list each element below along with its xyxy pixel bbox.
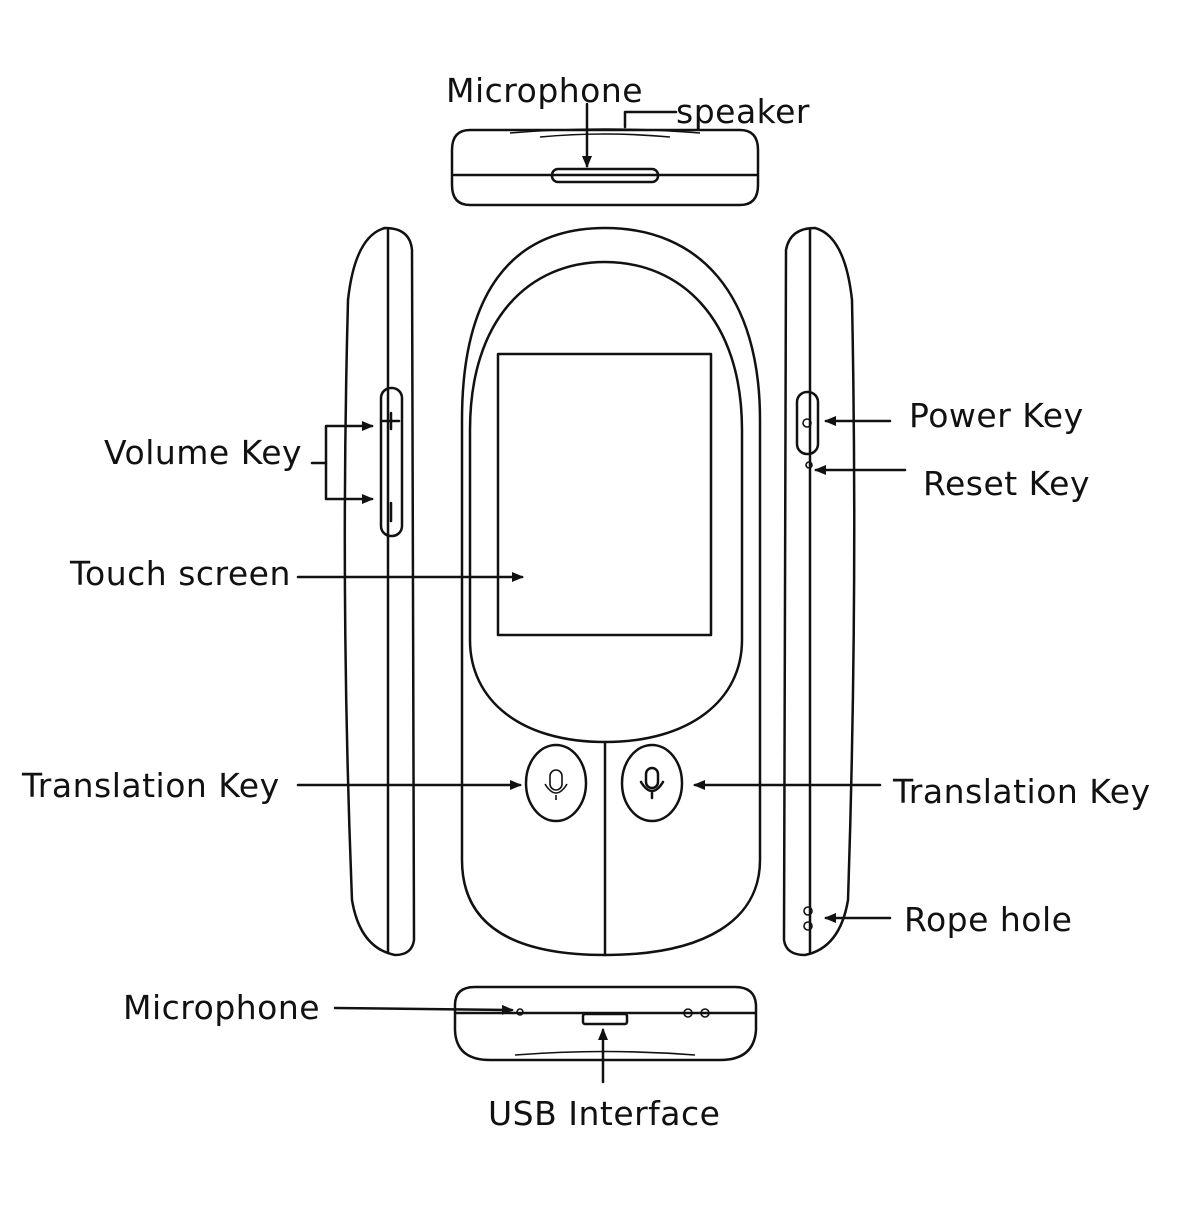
bottom-microphone-hole [516,1008,524,1016]
rope-hole [803,906,813,916]
usb-port [581,1012,629,1026]
left-side-view [343,226,416,957]
top-microphone-slot [550,167,660,184]
label-translation-key-right: Translation Key [893,772,1151,811]
label-rope-hole: Rope hole [904,900,1073,939]
speaker-grille [509,128,701,134]
translation-key-left [524,743,588,823]
right-side-view [782,226,856,957]
translation-key-right [620,743,684,823]
arrow-microphone-bottom [333,1004,514,1015]
mic-icon-left [544,769,568,800]
label-microphone-top: Microphone [446,71,644,110]
mic-icon-right [639,766,665,800]
label-speaker: speaker [676,92,810,131]
top-view [450,128,760,207]
volume-key [379,386,404,538]
touch-screen [496,352,713,637]
label-power-key: Power Key [909,396,1084,435]
front-view [460,226,762,957]
bottom-view [453,985,758,1062]
label-usb-interface: USB Interface [488,1094,721,1133]
reset-hole [805,461,813,469]
screen-bezel [468,260,744,744]
label-microphone-bottom: Microphone [123,988,321,1027]
label-touch-screen: Touch screen [70,554,291,593]
arrow-volume-up [310,421,374,465]
power-key [795,390,820,456]
label-translation-key-left: Translation Key [22,766,280,805]
arrow-volume-down [324,461,374,504]
label-volume-key: Volume Key [104,433,303,472]
arrow-speaker [623,110,678,129]
label-reset-key: Reset Key [923,464,1091,503]
